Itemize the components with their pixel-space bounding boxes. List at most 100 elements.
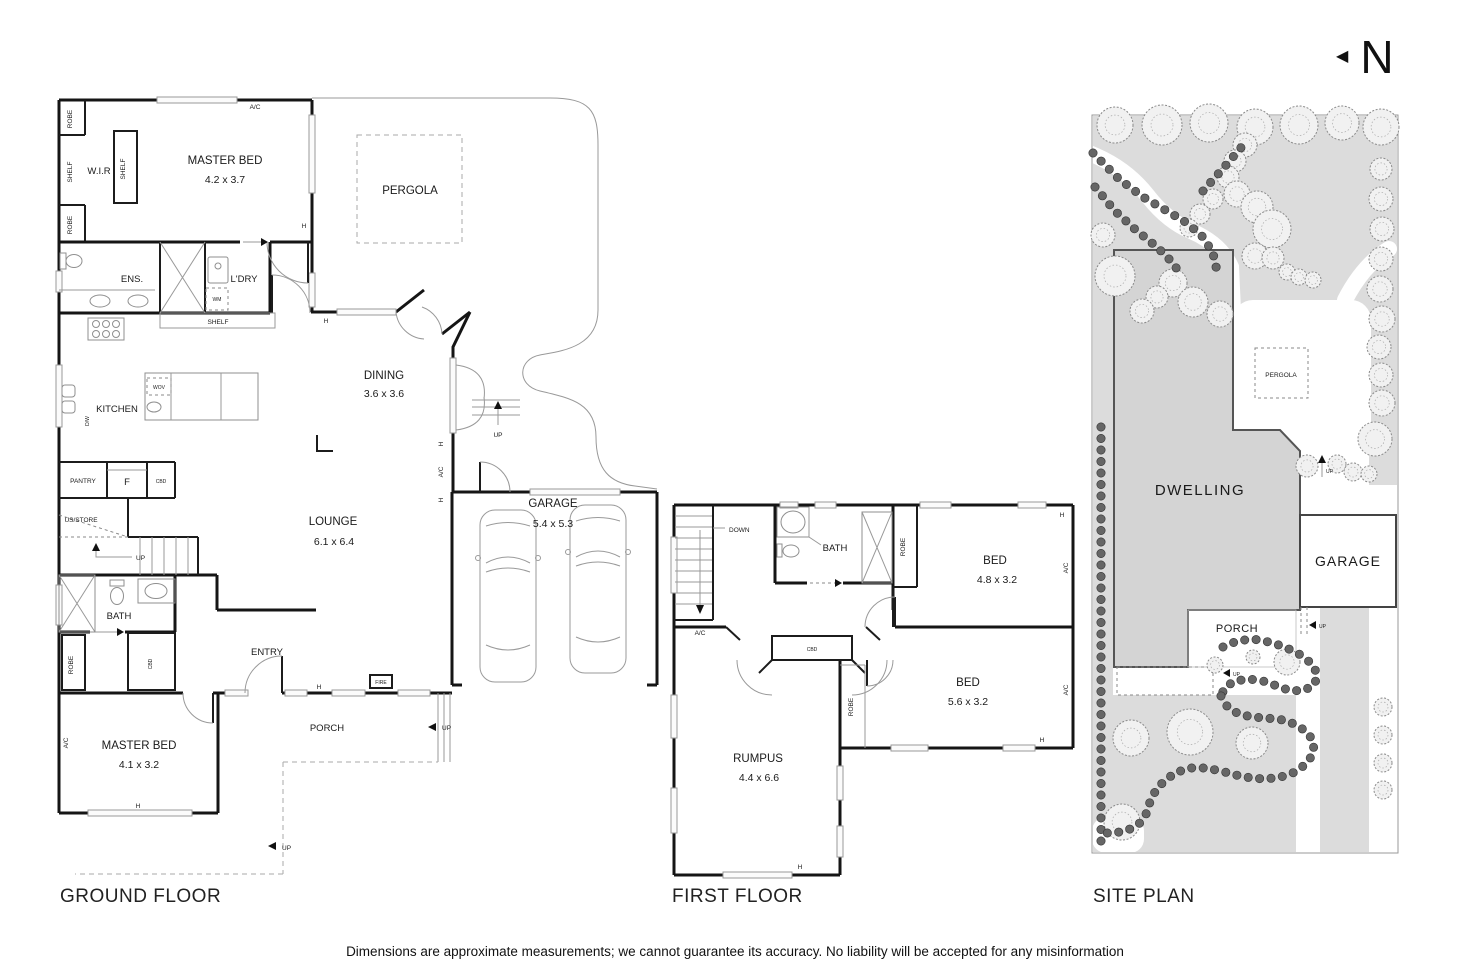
h-label: H xyxy=(1040,737,1045,744)
down-label: DOWN xyxy=(729,527,750,534)
dwelling-label: DWELLING xyxy=(1155,482,1245,499)
site-pergola xyxy=(1254,347,1309,399)
wir-label: W.I.R xyxy=(87,166,110,177)
site-porch-label: PORCH xyxy=(1216,623,1258,635)
first-floor-plan: DOWN A/C BATH CBD ROBE BED 4.8 x 3.2 H A… xyxy=(670,501,1075,879)
robe-label: ROBE xyxy=(68,655,75,674)
fire-label: FIRE xyxy=(375,680,387,686)
h-label: H xyxy=(798,864,803,871)
h-label: H xyxy=(438,441,445,446)
h-label: H xyxy=(302,223,307,230)
room-dims-lounge: 6.1 x 6.4 xyxy=(314,536,354,548)
room-label-rumpus: RUMPUS xyxy=(733,753,783,765)
h-label: H xyxy=(324,318,329,325)
wov-label: WOV xyxy=(153,385,166,391)
shelf-label: SHELF xyxy=(208,319,229,326)
ldry-label: L'DRY xyxy=(231,274,259,285)
bath-label: BATH xyxy=(823,543,848,554)
yard-outline xyxy=(312,97,658,490)
walls-first xyxy=(672,503,1075,877)
up-label: UP xyxy=(1233,672,1241,678)
kitchen-label: KITCHEN xyxy=(96,404,138,415)
cbd-label: CBD xyxy=(807,647,818,653)
room-dims-bed-2: 5.6 x 3.2 xyxy=(948,696,988,708)
labels-first: DOWN A/C BATH CBD ROBE BED 4.8 x 3.2 H A… xyxy=(695,512,1070,871)
labels-ground: ROBE SHELF ROBE W.I.R SHELF MASTER BED 4… xyxy=(63,104,578,852)
north-letter: N xyxy=(1360,31,1394,83)
pergola-label: PERGOLA xyxy=(382,185,438,197)
room-dims-dining: 3.6 x 3.6 xyxy=(364,388,404,400)
robe-label: ROBE xyxy=(67,215,74,234)
room-dims-bed-1: 4.8 x 3.2 xyxy=(977,574,1017,586)
ac-label: A/C xyxy=(250,104,261,111)
room-label-dining: DINING xyxy=(364,370,404,382)
ground-floor-plan: PERGOLA xyxy=(55,96,659,875)
hedge-icons xyxy=(1088,143,1321,846)
h-label: H xyxy=(438,497,445,502)
us-store-label: US/STORE xyxy=(64,517,98,524)
up-label: UP xyxy=(1326,469,1334,475)
walls-ground xyxy=(57,98,659,815)
cbd-label: CBD xyxy=(148,658,154,669)
room-label-bed-1: BED xyxy=(983,555,1007,567)
room-label-master-bed-2: MASTER BED xyxy=(102,740,177,752)
up-label: UP xyxy=(136,555,145,562)
wm-label: WM xyxy=(213,297,222,303)
ac-label: A/C xyxy=(1063,684,1070,695)
robe-label: ROBE xyxy=(848,697,855,716)
up-label: UP xyxy=(493,432,502,439)
fridge-label: F xyxy=(124,477,130,488)
ac-label: A/C xyxy=(1063,562,1070,573)
robe-label: ROBE xyxy=(900,537,907,556)
ens-label: ENS. xyxy=(121,274,143,285)
north-indicator: ◀ N xyxy=(1336,34,1394,80)
up-label: UP xyxy=(1319,624,1327,630)
car-icon xyxy=(565,504,631,674)
h-label: H xyxy=(136,803,141,810)
disclaimer-text: Dimensions are approximate measurements;… xyxy=(346,944,1124,959)
h-label: H xyxy=(1060,512,1065,519)
windows-ground xyxy=(55,96,621,817)
fixtures-ground xyxy=(58,241,520,875)
cars xyxy=(475,504,631,683)
room-dims-rumpus: 4.4 x 6.6 xyxy=(739,772,779,784)
pergola-ground: PERGOLA xyxy=(356,134,463,244)
porch-label: PORCH xyxy=(310,723,344,734)
up-label: UP xyxy=(442,725,451,732)
cbd-label: CBD xyxy=(156,479,167,485)
site-garage xyxy=(1299,514,1397,608)
shelf-label: SHELF xyxy=(120,158,127,179)
bath-label: BATH xyxy=(107,611,132,622)
entry-label: ENTRY xyxy=(251,647,284,658)
room-label-master-bed-1: MASTER BED xyxy=(188,155,263,167)
ground-floor-title: GROUND FLOOR xyxy=(60,886,222,907)
room-dims-master-bed-2: 4.1 x 3.2 xyxy=(119,759,159,771)
doors-first xyxy=(736,579,896,696)
pantry-label: PANTRY xyxy=(70,478,96,485)
robe-label: ROBE xyxy=(67,109,74,128)
room-label-garage: GARAGE xyxy=(528,498,578,510)
site-pergola-label: PERGOLA xyxy=(1265,372,1297,379)
labels-site: DWELLING PERGOLA GARAGE PORCH UP UP UP xyxy=(1155,372,1381,678)
site-plan: DWELLING PERGOLA GARAGE PORCH UP UP UP xyxy=(1085,103,1400,854)
room-label-lounge: LOUNGE xyxy=(309,516,358,528)
windows-first xyxy=(670,501,1047,879)
site-plan-title: SITE PLAN xyxy=(1093,886,1195,907)
car-icon xyxy=(475,509,541,683)
ac-label: A/C xyxy=(438,466,445,477)
h-label: H xyxy=(317,684,322,691)
room-dims-master-bed-1: 4.2 x 3.7 xyxy=(205,174,245,186)
doors-ground xyxy=(93,238,511,724)
room-label-bed-2: BED xyxy=(956,677,980,689)
site-porch-outline xyxy=(1116,455,1326,696)
site-garage-label: GARAGE xyxy=(1315,553,1381,569)
up-label: UP xyxy=(282,845,291,852)
first-floor-title: FIRST FLOOR xyxy=(672,886,803,907)
room-dims-garage: 5.4 x 5.3 xyxy=(533,518,573,530)
ac-label: A/C xyxy=(63,737,70,748)
ac-label: A/C xyxy=(695,630,706,637)
fixtures-first xyxy=(675,506,893,748)
north-arrow-icon: ◀ xyxy=(1336,48,1349,65)
dw-label: D/W xyxy=(85,416,91,426)
